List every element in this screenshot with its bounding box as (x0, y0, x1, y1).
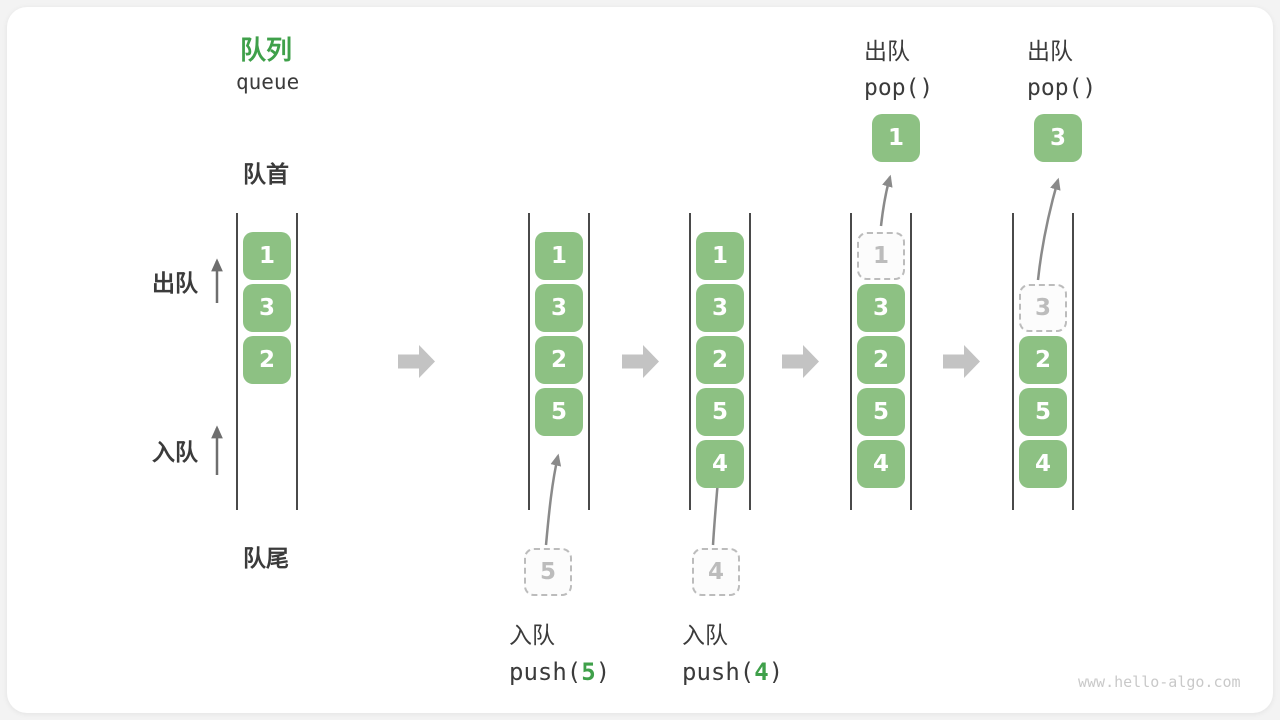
code-suffix: ) (768, 658, 784, 686)
queue-wall-right (588, 213, 590, 510)
queue-cell: 4 (1019, 440, 1067, 488)
queue-state-3: 1 3 2 5 4 4 (689, 213, 751, 596)
queue-cell: 2 (696, 336, 744, 384)
op-label-zh: 入队 (509, 622, 555, 648)
queue-cell: 5 (1019, 388, 1067, 436)
dequeued-ghost-cell: 1 (857, 232, 905, 280)
queue-wall-left (689, 213, 691, 510)
queue-wall-right (1072, 213, 1074, 510)
label-enqueue-side: 入队 (152, 439, 198, 465)
card-background (7, 7, 1273, 713)
enqueue-op-label-1: 入队 push(5) (509, 616, 610, 686)
queue-cell: 3 (535, 284, 583, 332)
queue-wall-left (236, 213, 238, 510)
queue-state-1: 1 3 2 (236, 213, 298, 510)
queue-wall-right (910, 213, 912, 510)
queue-cell: 5 (696, 388, 744, 436)
queue-state-2: 1 3 2 5 5 (524, 213, 590, 596)
queue-wall-left (1012, 213, 1014, 510)
popped-cell: 3 (1034, 114, 1082, 162)
queue-cell: 1 (243, 232, 291, 280)
queue-cell: 3 (857, 284, 905, 332)
op-label-zh: 出队 (864, 38, 910, 64)
pending-cell: 4 (692, 548, 740, 596)
op-label-code: push(5) (509, 658, 610, 686)
code-arg: 5 (581, 658, 596, 686)
code-prefix: push( (682, 658, 755, 686)
queue-cell: 3 (243, 284, 291, 332)
dequeued-ghost-cell: 3 (1019, 284, 1067, 332)
label-queue-rear: 队尾 (243, 545, 289, 571)
site-watermark: www.hello-algo.com (1078, 673, 1241, 691)
queue-cell: 5 (857, 388, 905, 436)
page-subtitle: queue (236, 70, 300, 94)
queue-cell: 1 (696, 232, 744, 280)
queue-wall-right (296, 213, 298, 510)
queue-cell: 2 (857, 336, 905, 384)
dequeue-op-label-1: 出队 pop() (864, 32, 933, 101)
queue-cell: 2 (1019, 336, 1067, 384)
op-label-code: pop() (864, 75, 934, 101)
pending-cell: 5 (524, 548, 572, 596)
queue-wall-left (850, 213, 852, 510)
code-suffix: ) (595, 658, 611, 686)
popped-cell: 1 (872, 114, 920, 162)
queue-cell: 3 (696, 284, 744, 332)
queue-state-4: 1 3 2 5 4 1 (850, 114, 920, 510)
page-title: 队列 (240, 35, 293, 65)
queue-cell: 5 (535, 388, 583, 436)
queue-cell: 2 (243, 336, 291, 384)
queue-state-5: 3 2 5 4 3 (1012, 114, 1082, 510)
queue-cell: 4 (696, 440, 744, 488)
label-dequeue-side: 出队 (152, 270, 198, 296)
enqueue-op-label-2: 入队 push(4) (682, 616, 783, 686)
label-queue-front: 队首 (243, 161, 289, 187)
queue-cell: 2 (535, 336, 583, 384)
op-label-zh: 出队 (1027, 38, 1073, 64)
queue-cell: 1 (535, 232, 583, 280)
op-label-zh: 入队 (682, 622, 728, 648)
dequeue-op-label-2: 出队 pop() (1027, 32, 1096, 101)
code-prefix: push( (509, 658, 582, 686)
op-label-code: pop() (1027, 75, 1097, 101)
code-arg: 4 (754, 658, 769, 686)
queue-wall-right (749, 213, 751, 510)
queue-cell: 4 (857, 440, 905, 488)
op-label-code: push(4) (682, 658, 783, 686)
queue-wall-left (528, 213, 530, 510)
